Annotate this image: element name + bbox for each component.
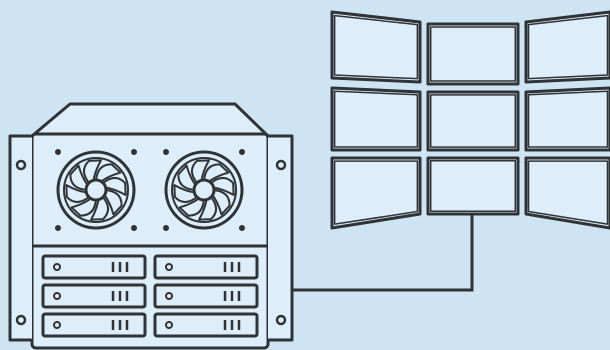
drive-bay-icon xyxy=(43,314,145,336)
display-panel-icon xyxy=(428,92,518,150)
video-wall-icon xyxy=(332,12,610,228)
display-panel-icon xyxy=(332,158,420,228)
mount-hole-icon xyxy=(277,316,285,324)
display-panel-icon xyxy=(526,88,610,150)
fan-hub xyxy=(194,180,214,200)
screw-dot-icon xyxy=(163,225,169,231)
display-panel-icon xyxy=(428,158,518,214)
mount-hole-icon xyxy=(17,161,25,169)
drive-bay-icon xyxy=(155,256,257,278)
screw-dot-icon xyxy=(163,149,169,155)
mount-hole-icon xyxy=(277,161,285,169)
screw-dot-icon xyxy=(239,225,245,231)
display-panel-icon xyxy=(526,12,610,82)
screw-dot-icon xyxy=(239,149,245,155)
server-rack-icon xyxy=(10,104,292,348)
fan-hub xyxy=(86,180,106,200)
drive-bay-icon xyxy=(43,285,145,307)
drive-bay-icon xyxy=(155,314,257,336)
screw-dot-icon xyxy=(55,225,61,231)
mount-hole-icon xyxy=(17,316,25,324)
screw-dot-icon xyxy=(55,149,61,155)
drive-bay-icon xyxy=(43,256,145,278)
drive-bay-icon xyxy=(155,285,257,307)
server-top-panel xyxy=(32,104,268,136)
display-panel-icon xyxy=(332,12,420,82)
screw-dot-icon xyxy=(131,225,137,231)
cooling-fan-icon xyxy=(166,152,242,228)
display-panel-icon xyxy=(428,24,518,84)
screw-dot-icon xyxy=(131,149,137,155)
cooling-fan-icon xyxy=(58,152,134,228)
display-panel-icon xyxy=(332,88,420,150)
display-panel-icon xyxy=(526,158,610,228)
